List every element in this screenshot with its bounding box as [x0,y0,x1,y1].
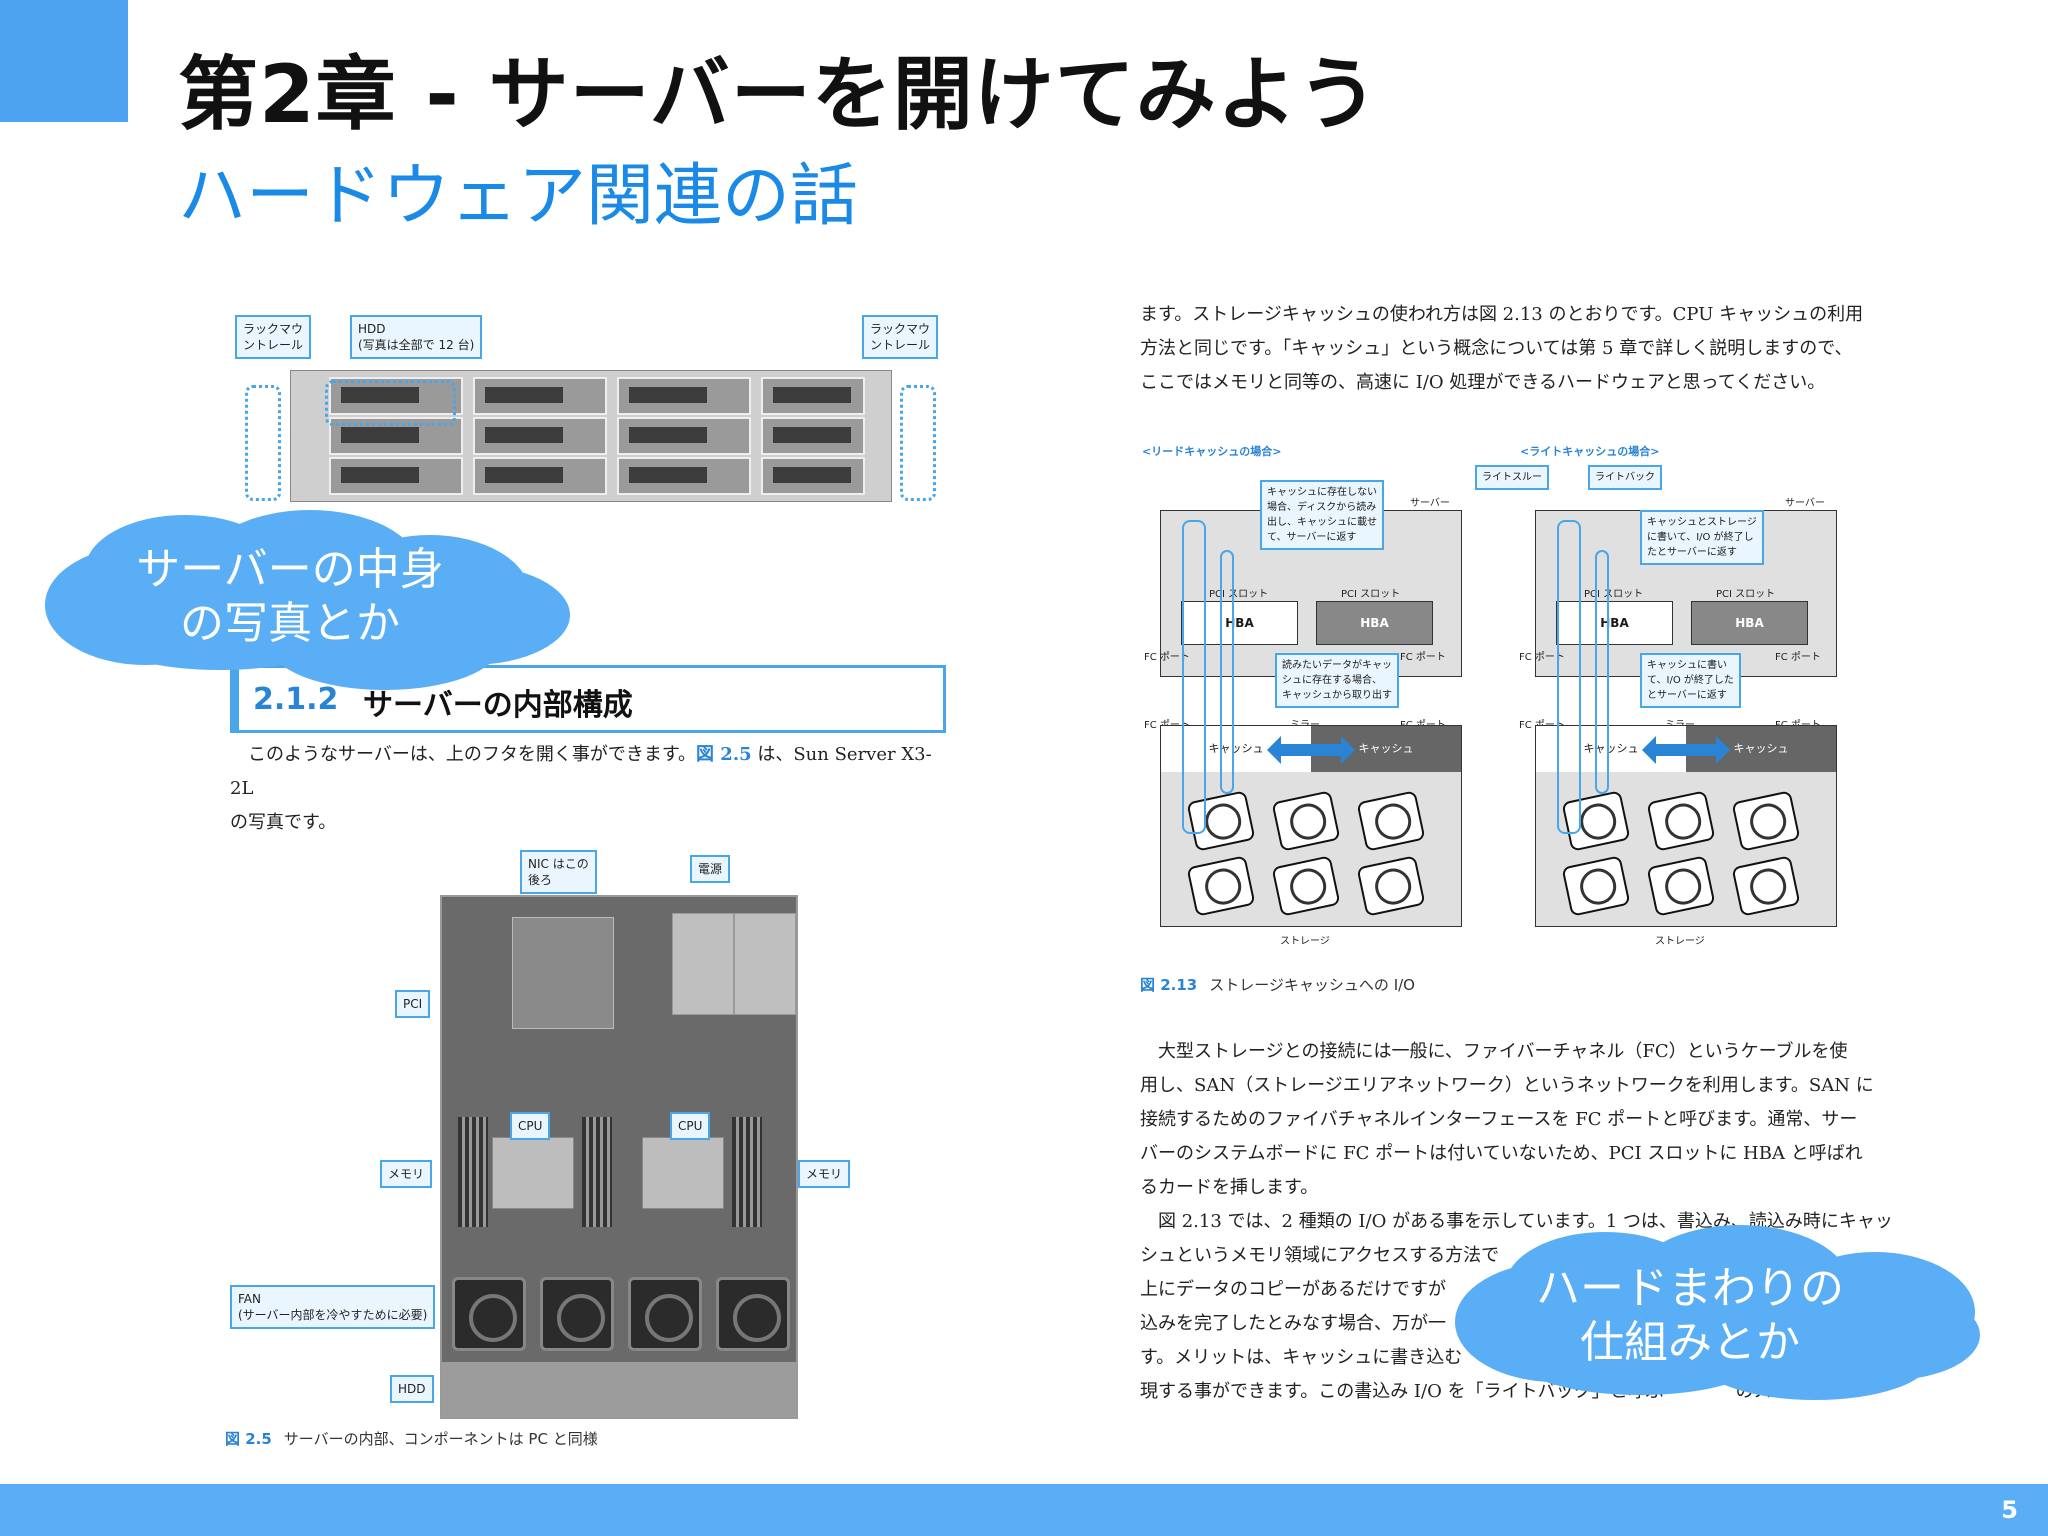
page-number: 5 [2001,1496,2018,1524]
read-path-line [1220,550,1234,794]
write-cache-diagram: HBA HBA PCI スロット PCI スロット サーバー FC ポート FC… [1519,498,1837,947]
write-path-line [1595,550,1609,794]
server-front-photo [290,370,892,502]
body-line: す。メリットは、キャッシュに書き込む [1140,1347,1463,1368]
write-through-label: ライトスルー [1475,465,1549,490]
disk-icon [1356,790,1426,852]
write-back-label: ライトバック [1588,465,1662,490]
body-line: 図 2.13 では、2 種類の I/O がある事を示しています。1 つは、書込み… [1158,1211,1893,1232]
body-line: 込みを完了したとみなす場合、万が一 [1140,1313,1446,1334]
disk-icon [1271,855,1341,917]
hdd-highlight [325,380,456,426]
disk-icon [1356,855,1426,917]
callout-hdd: HDD (写真は全部で 12 台) [350,315,483,359]
body-line: シュというメモリ領域にアクセスする方法で [1140,1245,1500,1266]
body-line: 接続するためのファイバチャネルインターフェースを FC ポートと呼びます。通常、… [1140,1109,1858,1130]
right-book-page: ます。ストレージキャッシュの使われ方は図 2.13 のとおりです。CPU キャッ… [1130,290,1920,1430]
right-body-text: 大型ストレージとの接続には一般に、ファイバーチャネル（FC）というケーブルを使 … [1140,1035,1920,1409]
figure-caption-2-5: 図 2.5 サーバーの内部、コンポーネントは PC と同様 [225,1428,598,1449]
read-cache-diagram: HBA HBA PCI スロット PCI スロット サーバー FC ポート FC… [1144,480,1462,947]
disk-icon [1186,855,1256,917]
body-line: バーのシステムボードに FC ポートは付いていないため、PCI スロットに HB… [1140,1143,1863,1164]
left-body-text: このようなサーバーは、上のフタを開く事ができます。図 2.5 は、Sun Ser… [230,738,950,840]
intro-line: ます。ストレージキャッシュの使われ方は図 2.13 のとおりです。CPU キャッ… [1140,304,1864,325]
label-memory-left: メモリ [380,1160,433,1188]
section-number: 2.1.2 [253,682,339,717]
label-fan: FAN (サーバー内部を冷やすために必要) [230,1285,436,1329]
intro-line: ここではメモリと同等の、高速に I/O 処理ができるハードウェアと思ってください… [1140,372,1826,393]
rail-highlight-right [900,385,936,501]
body-line: 上にデータのコピーがあるだけですが [1140,1279,1446,1300]
disk-icon [1561,855,1631,917]
slide-title: 第2章 - サーバーを開けてみよう [178,48,1379,141]
caption-number: 図 2.5 [225,1430,272,1448]
server-internal-photo [440,895,798,1419]
read-cache-heading: <リードキャッシュの場合> [1142,445,1282,458]
left-body-line-2: の写真です。 [230,812,337,833]
disk-icon [1731,790,1801,852]
disk-icon [1646,790,1716,852]
body-line: 大型ストレージとの接続には一般に、ファイバーチャネル（FC）というケーブルを使 [1158,1041,1848,1062]
cache-mirror-arrow [1642,736,1730,764]
read-path-line [1182,520,1206,834]
intro-paragraph: ます。ストレージキャッシュの使われ方は図 2.13 のとおりです。CPU キャッ… [1140,298,1920,400]
write-cache-heading: <ライトキャッシュの場合> [1520,445,1660,458]
label-cpu-2: CPU [670,1112,711,1140]
section-stripe [233,668,239,730]
label-hdd-internal: HDD [390,1375,434,1403]
section-title: サーバーの内部構成 [363,688,633,723]
accent-box [0,0,128,122]
cache-mirror-arrow [1267,736,1355,764]
slide-subtitle: ハードウェア関連の話 [178,157,859,236]
read-callout-top: キャッシュに存在しない 場合、ディスクから読み 出し、キャッシュに載せ て、サー… [1260,480,1384,550]
caption-text: サーバーの内部、コンポーネントは PC と同様 [283,1430,598,1448]
rail-highlight-left [245,385,281,501]
figure-ref-2-5: 図 2.5 [696,744,752,765]
left-book-page: ラックマウ ントレール HDD (写真は全部で 12 台) ラックマウ ントレー… [220,290,960,1470]
left-body-line-1: このようなサーバーは、上のフタを開く事ができます。図 2.5 は、Sun Ser… [230,744,932,799]
storage-box: キャッシュ キャッシュ [1160,725,1462,927]
caption-text: ストレージキャッシュへの I/O [1209,976,1415,994]
read-callout-mid: 読みたいデータがキャッ シュに存在する場合、 キャッシュから取り出す [1275,653,1399,708]
callout-rack-left: ラックマウ ントレール [235,315,312,359]
disk-icon [1271,790,1341,852]
figure-caption-2-13: 図 2.13 ストレージキャッシュへの I/O [1140,974,1415,995]
storage-box: キャッシュ キャッシュ [1535,725,1837,927]
server-box: HBA HBA PCI スロット PCI スロット [1535,510,1837,677]
label-pci: PCI [395,990,431,1018]
intro-line: 方法と同じです。「キャッシュ」という概念については第 5 章で詳しく説明しますの… [1140,338,1853,359]
label-power: 電源 [690,855,731,883]
cloud-left-text: サーバーの中身 の写真とか [136,544,444,649]
disk-icon [1646,855,1716,917]
label-memory-right: メモリ [798,1160,851,1188]
disk-icon [1731,855,1801,917]
callout-rack-right: ラックマウ ントレール [862,315,939,359]
cloud-right-text: ハードまわりの 仕組みとか [1536,1263,1844,1368]
write-path-line [1557,520,1581,834]
body-line: 用し、SAN（ストレージエリアネットワーク）というネットワークを利用します。SA… [1140,1075,1874,1096]
label-cpu-1: CPU [510,1112,551,1140]
body-line: るカードを挿します。 [1140,1177,1319,1198]
label-nic: NIC はこの 後ろ [520,850,597,894]
caption-number: 図 2.13 [1140,976,1198,994]
write-callout-mid: キャッシュに書い て、I/O が終了した とサーバーに返す [1640,653,1741,708]
write-callout-top: キャッシュとストレージ に書いて、I/O が終了し たとサーバーに返す [1640,510,1764,565]
footer-bar: 5 [0,1484,2048,1536]
